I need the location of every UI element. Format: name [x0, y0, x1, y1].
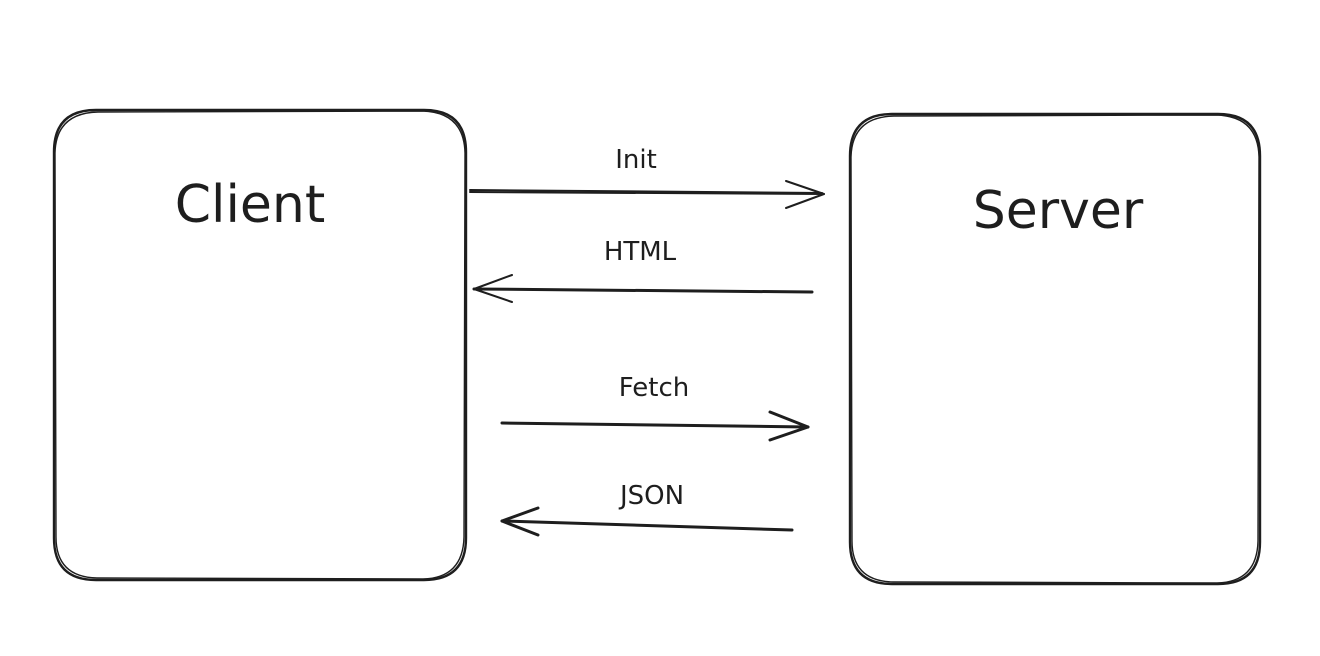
edge-fetch-label: Fetch	[619, 373, 690, 403]
edge-fetch-arrowhead	[768, 410, 810, 442]
edge-html-arrowhead	[473, 274, 513, 303]
edge-init-line-sketch	[469, 189, 823, 194]
client-box	[52, 108, 468, 582]
edge-init-label: Init	[615, 145, 657, 175]
edge-json[interactable]: JSON	[500, 481, 794, 537]
server-node[interactable]: Server	[848, 112, 1262, 586]
client-label: Client	[175, 175, 326, 235]
client-node[interactable]: Client	[52, 108, 468, 582]
edge-json-line	[500, 519, 794, 532]
edge-init-arrowhead	[785, 180, 825, 209]
server-label: Server	[973, 181, 1144, 241]
client-box-sketch	[54, 110, 466, 580]
edge-init-line	[469, 191, 825, 195]
edge-fetch-line	[500, 421, 810, 429]
edge-html[interactable]: HTML	[472, 237, 814, 303]
edge-html-label: HTML	[604, 237, 677, 267]
edge-init[interactable]: Init	[469, 145, 825, 209]
edge-json-arrowhead	[500, 506, 540, 537]
edge-fetch[interactable]: Fetch	[500, 373, 810, 442]
server-box-sketch	[850, 114, 1260, 584]
edge-html-line	[472, 287, 814, 294]
server-box	[848, 112, 1262, 586]
edge-json-label: JSON	[618, 481, 684, 511]
